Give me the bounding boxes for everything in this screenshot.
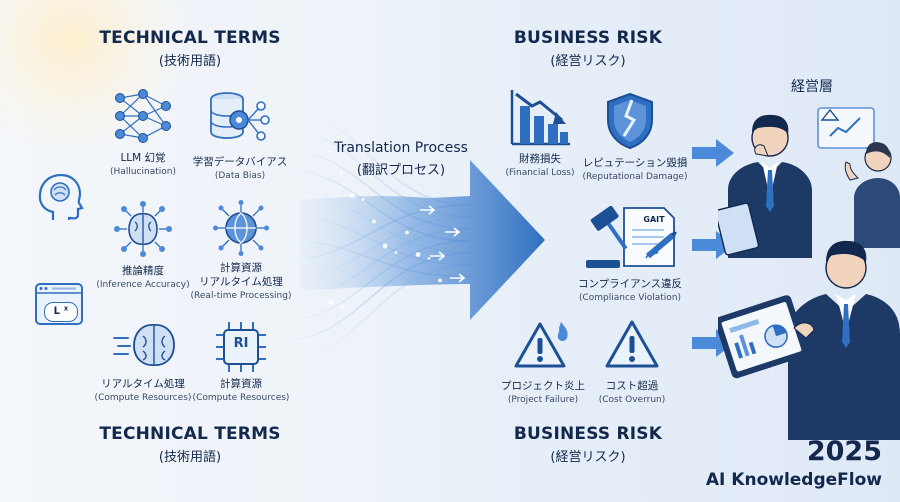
business-risk-title: BUSINESS RISK [513, 28, 663, 48]
tech-terms-bottom-subtitle: (技術用語) [158, 450, 222, 465]
flow-particle [405, 230, 409, 235]
flow-stream [284, 189, 471, 254]
flow-particle [339, 171, 343, 176]
translation-title: Translation Process [334, 140, 468, 156]
risk-sub-compliance: (Compliance Violation) [578, 293, 682, 303]
doc-text: GAIT [643, 215, 665, 224]
warning-fire-icon [514, 322, 568, 368]
business-risk-bottom-subtitle: (経営リスク) [550, 450, 626, 465]
footer-brand: AI KnowledgeFlow [705, 470, 882, 490]
term-label-realtime-top: リアルタイム処理 [199, 276, 283, 288]
term-sub-data-bias: (Data Bias) [214, 171, 266, 181]
flow-particle [328, 300, 334, 305]
flow-stream [284, 149, 471, 230]
chip-icon [216, 322, 266, 372]
term-label-compute-top: 計算資源 [220, 262, 262, 274]
footer-year: 2025 [806, 436, 882, 467]
flow-arrow-marker [450, 273, 466, 283]
executive-person-left [718, 114, 812, 258]
flow-particle [382, 243, 388, 249]
flow-stream [284, 216, 471, 281]
globe-network-icon [213, 200, 269, 256]
tech-terms-subtitle: (技術用語) [158, 54, 222, 69]
head-brain-icon [38, 173, 84, 220]
term-sub-inference: (Inference Accuracy) [96, 280, 190, 290]
term-sub-hallucination: (Hallucination) [110, 167, 176, 177]
flow-stream [284, 204, 471, 261]
risk-sub-reputation: (Reputational Damage) [582, 172, 688, 182]
flow-particle [415, 252, 421, 257]
flow-arrow-marker [420, 205, 436, 215]
flow-particle [427, 257, 431, 260]
flow-arrow [300, 160, 545, 320]
term-label-realtime: リアルタイム処理 [101, 378, 185, 390]
risk-label-financial: 財務損失 [519, 153, 561, 165]
chip-text: RI [233, 336, 249, 351]
flow-particle [361, 198, 365, 201]
flow-particle [340, 305, 344, 308]
executive-person-front [718, 240, 900, 440]
executives-illustration [718, 107, 900, 440]
risk-label-project: プロジェクト炎上 [501, 380, 585, 392]
flow-particle [349, 193, 355, 198]
term-label-inference: 推論精度 [122, 265, 164, 277]
flow-stream [284, 109, 471, 206]
flow-stream [284, 129, 471, 218]
window-glyph: ᒪ ᕽ [44, 302, 78, 322]
risk-sub-project: (Project Failure) [507, 395, 579, 405]
term-label-compute: 計算資源 [220, 378, 262, 390]
arrow-right-icon [692, 139, 734, 167]
tech-terms-bottom-title: TECHNICAL TERMS [99, 424, 281, 444]
declining-chart-icon [510, 90, 570, 146]
warning-icon [605, 320, 659, 368]
brain-speed-icon [113, 324, 175, 366]
flow-particle [328, 150, 332, 153]
term-label-data-bias: 学習データバイアス [192, 156, 288, 168]
executive-person-right [844, 142, 900, 248]
gavel-document-icon [586, 206, 678, 268]
tech-terms-title: TECHNICAL TERMS [99, 28, 281, 48]
brain-circuit-icon [114, 201, 172, 257]
broken-shield-icon [607, 92, 653, 150]
risk-label-compliance: コンプライアンス違反 [577, 278, 683, 290]
database-node-icon [210, 92, 270, 141]
neural-network-icon [115, 89, 171, 143]
risk-sub-cost: (Cost Overrun) [598, 395, 666, 405]
risk-label-reputation: レピュテーション毀損 [582, 157, 688, 169]
flow-stream [284, 239, 471, 278]
term-label-hallucination: LLM 幻覚 [120, 152, 166, 164]
term-sub-compute-b: (Compute Resources) [192, 393, 290, 403]
flow-particle [372, 219, 376, 224]
translation-subtitle: (翻訳プロセス) [356, 163, 446, 178]
flow-arrow-marker [430, 251, 446, 261]
flow-stream [284, 228, 471, 301]
risk-sub-financial: (Financial Loss) [505, 168, 575, 178]
flow-arrow-marker [445, 227, 461, 237]
business-risk-bottom-title: BUSINESS RISK [513, 424, 663, 444]
flow-particle [438, 278, 442, 283]
flow-particle [394, 251, 398, 254]
term-sub-compute-a: (Compute Resources) [94, 393, 192, 403]
flow-stream [284, 214, 471, 266]
risk-label-cost: コスト超過 [605, 380, 659, 392]
term-sub-realtime: (Real-time Processing) [190, 291, 292, 301]
business-risk-subtitle: (経営リスク) [550, 54, 626, 69]
flow-stream [284, 169, 471, 242]
executives-label: 経営層 [791, 79, 833, 95]
tablet [718, 295, 809, 379]
flow-stream [284, 240, 471, 321]
flow-stream [284, 264, 471, 361]
